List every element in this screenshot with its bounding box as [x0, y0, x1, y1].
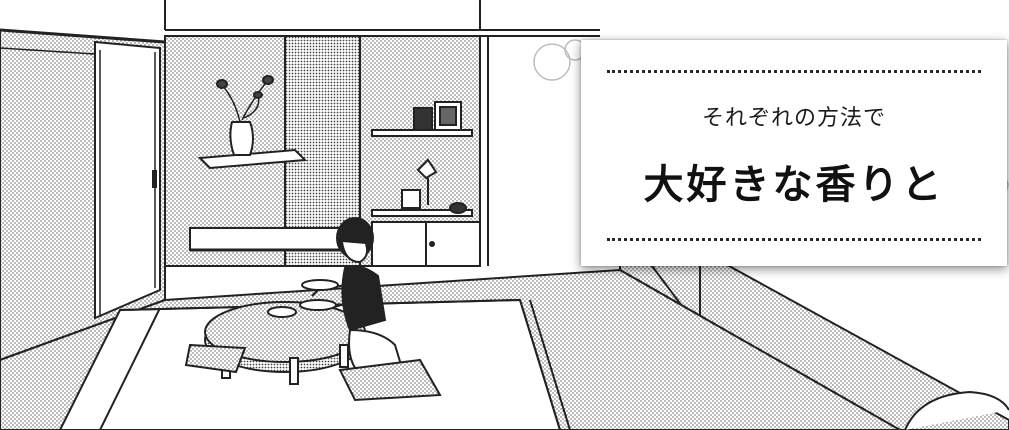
kneeling-person	[299, 217, 442, 402]
ceiling-beams	[164, 0, 600, 37]
caption-line-2: 大好きな香りと	[643, 161, 945, 208]
left-sliding-door	[0, 28, 166, 362]
flower-vase-shelf	[197, 75, 308, 170]
dotted-border-top	[607, 70, 981, 73]
speech-bubble-edge	[904, 390, 1009, 430]
dotted-border-bottom	[607, 238, 981, 241]
tokonoma-alcove	[164, 35, 361, 267]
display-shelves	[359, 35, 481, 267]
caption-box: それぞれの方法で 大好きな香りと	[581, 40, 1007, 266]
caption-line-1: それぞれの方法で	[701, 106, 886, 131]
low-table	[184, 301, 366, 385]
